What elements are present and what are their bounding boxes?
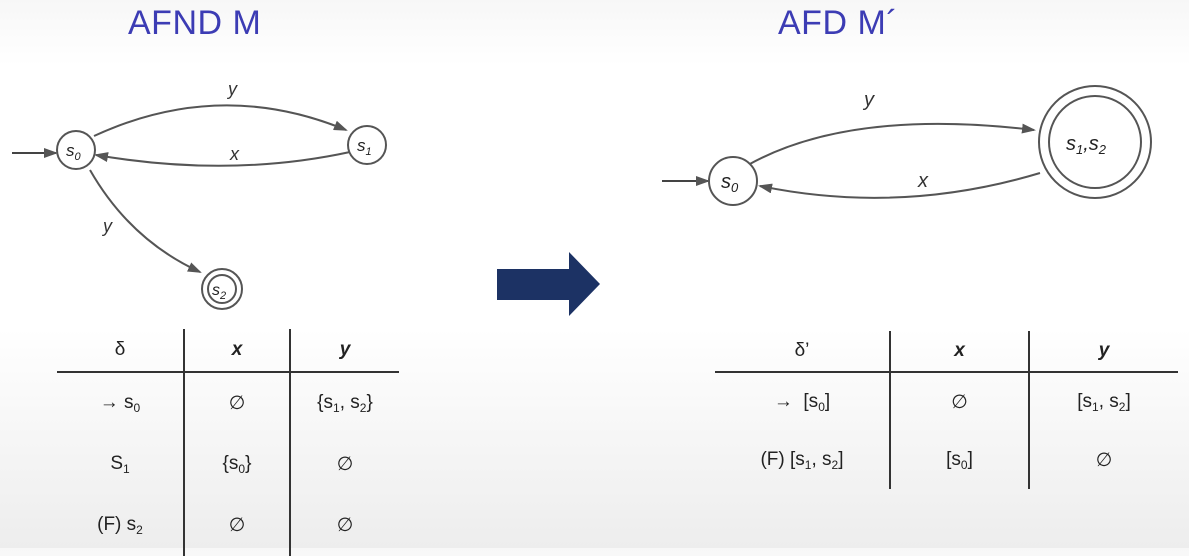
nfa-edge-s1-s0-label: x xyxy=(229,144,240,164)
table-cell: ∅ xyxy=(336,454,354,475)
nfa-transition-table: δ x y → s0 ∅ {s1, s2} S1 {s0} ∅ (F) s2 ∅… xyxy=(57,329,399,556)
table-cell: ∅ xyxy=(184,372,291,434)
dfa-transition-table: δ’ x y → [s0] ∅ [s1, s2] (F) [s1, s2] [s… xyxy=(715,331,1178,489)
svg-text:s2: s2 xyxy=(212,282,226,302)
table-cell: (F) [s1, s2] xyxy=(715,431,891,489)
nfa-edge-s1-s0 xyxy=(94,151,351,167)
dfa-edge-s0-s1s2-label: y xyxy=(862,89,875,111)
table-cell: → [s0] xyxy=(715,372,891,431)
header-y: y xyxy=(1029,331,1178,373)
table-header-row: δ’ x y xyxy=(715,331,1178,373)
header-y: y xyxy=(290,329,399,373)
dfa-state-s0: s0 xyxy=(708,156,758,206)
svg-text:s0: s0 xyxy=(66,141,82,163)
table-row: (F) [s1, s2] [s0] ∅ xyxy=(715,431,1178,489)
conversion-arrow-icon xyxy=(497,252,600,316)
table-row: → [s0] ∅ [s1, s2] xyxy=(715,372,1178,431)
table-cell: S1 xyxy=(57,434,185,495)
header-delta: δ xyxy=(57,329,185,373)
nfa-edge-s0-s1 xyxy=(93,104,348,137)
table-row: → s0 ∅ {s1, s2} xyxy=(57,372,399,434)
header-x: x xyxy=(184,329,291,373)
table-cell: ∅ xyxy=(336,515,354,536)
svg-text:s0: s0 xyxy=(721,171,739,195)
header-delta-prime: δ’ xyxy=(715,331,891,373)
table-row: (F) s2 ∅ ∅ xyxy=(57,495,399,556)
table-cell: (F) s2 xyxy=(57,495,185,556)
nfa-state-s0: s0 xyxy=(56,130,96,170)
nfa-edge-s0-s2 xyxy=(89,169,202,273)
table-cell: ∅ xyxy=(184,495,291,556)
table-cell: [s0] xyxy=(890,431,1030,489)
table-cell: ∅ xyxy=(1095,449,1113,471)
table-cell: {s1, s2} xyxy=(317,392,373,415)
dfa-state-s1s2-accepting: s1,s2 xyxy=(1038,85,1152,199)
dfa-title: AFD M´ xyxy=(778,4,899,42)
table-cell: {s0} xyxy=(184,434,291,495)
dfa-diagram: y x s0 s1,s2 xyxy=(662,85,1152,206)
nfa-title: AFND M xyxy=(128,4,262,42)
table-cell: → s0 xyxy=(57,372,185,434)
nfa-diagram: y x y s0 s1 s2 xyxy=(12,79,387,310)
dfa-edge-s1s2-s0 xyxy=(758,172,1041,199)
nfa-edge-s0-s1-label: y xyxy=(226,79,238,99)
nfa-state-s1: s1 xyxy=(347,125,387,165)
svg-text:s1: s1 xyxy=(357,136,372,158)
table-header-row: δ x y xyxy=(57,329,399,373)
dfa-edge-s0-s1s2 xyxy=(747,122,1036,166)
header-x: x xyxy=(890,331,1030,373)
table-cell: ∅ xyxy=(890,372,1030,431)
svg-text:s1,s2: s1,s2 xyxy=(1066,133,1107,157)
nfa-state-s2-accepting: s2 xyxy=(201,268,243,310)
table-row: S1 {s0} ∅ xyxy=(57,434,399,495)
dfa-edge-s1s2-s0-label: x xyxy=(917,170,929,192)
table-cell: [s1, s2] xyxy=(1077,390,1131,414)
nfa-edge-s0-s2-label: y xyxy=(101,216,113,236)
